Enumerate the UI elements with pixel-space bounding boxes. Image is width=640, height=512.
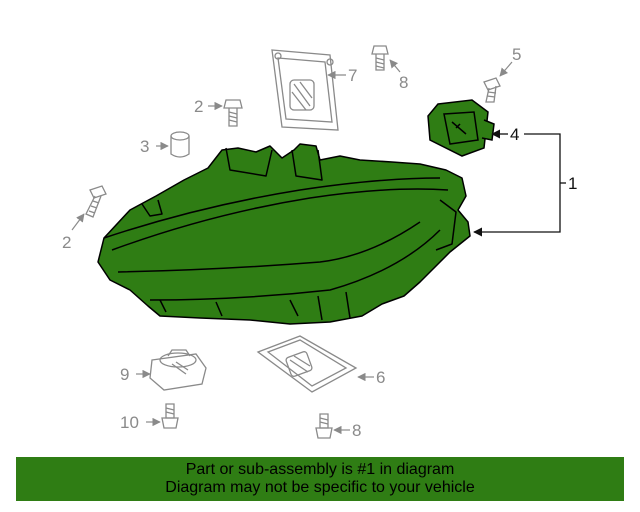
callout-6: 6 xyxy=(376,368,385,387)
part-6-ballast-module[interactable] xyxy=(256,335,358,393)
part-2-screw-left[interactable] xyxy=(85,185,107,218)
part-7-module-bracket[interactable] xyxy=(271,49,339,131)
callout-7: 7 xyxy=(348,66,357,85)
part-8-screw-bottom[interactable] xyxy=(315,413,333,439)
callout-2-upper: 2 xyxy=(194,97,203,116)
banner-line-1: Part or sub-assembly is #1 in diagram xyxy=(185,461,455,478)
leader-5 xyxy=(499,61,513,77)
part-5-screw[interactable] xyxy=(483,77,501,103)
callout-3: 3 xyxy=(140,137,149,156)
part-3-cap[interactable] xyxy=(170,131,190,158)
part-8-screw-top[interactable] xyxy=(371,45,389,71)
part-10-screw[interactable] xyxy=(161,403,179,429)
callout-5: 5 xyxy=(512,45,521,64)
callout-1: 1 xyxy=(568,174,577,193)
leader-8-top xyxy=(389,59,401,73)
part-1-headlamp-assembly[interactable] xyxy=(97,143,471,325)
banner-line-2: Diagram may not be specific to your vehi… xyxy=(165,479,475,496)
part-2-screw-upper[interactable] xyxy=(223,99,243,127)
callout-2-left: 2 xyxy=(62,233,71,252)
part-9-socket[interactable] xyxy=(149,349,207,391)
bracket-1 xyxy=(473,133,561,237)
callout-4: 4 xyxy=(510,125,519,144)
callout-8-bottom: 8 xyxy=(352,421,361,440)
callout-8-top: 8 xyxy=(399,73,408,92)
callout-10: 10 xyxy=(120,413,139,432)
part-4-module[interactable] xyxy=(427,99,495,157)
leader-2-left xyxy=(71,213,85,231)
callout-9: 9 xyxy=(120,365,129,384)
info-banner: Part or sub-assembly is #1 in diagram Di… xyxy=(16,457,624,501)
